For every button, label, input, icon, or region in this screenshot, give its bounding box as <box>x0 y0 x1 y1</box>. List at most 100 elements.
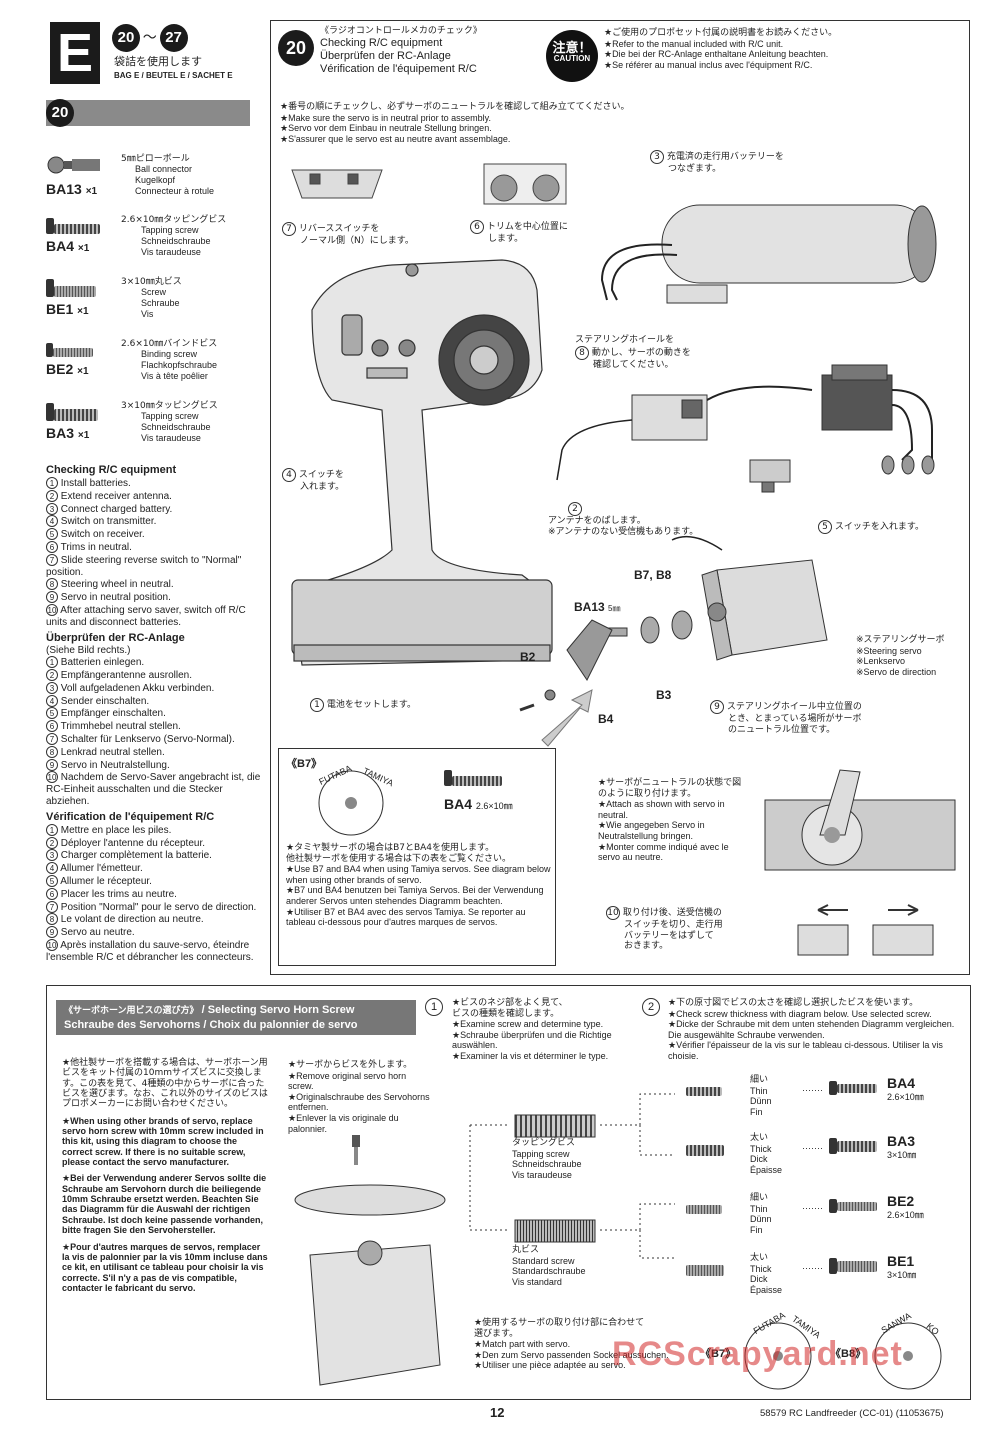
part-size: 2.6×10㎜タッピングビス <box>121 214 227 225</box>
result-code: BE1 <box>886 1253 915 1269</box>
check-item: 5 Empfänger einschalten. <box>46 707 264 720</box>
part-name: Vis à tête poêlier <box>141 370 208 381</box>
title-jp: 《サーボホーン用ビスの選び方》 <box>64 1006 199 1016</box>
title-de: Überprüfen der RC-Anlage <box>320 49 451 62</box>
neutral-line: ★Wie angegeben Servo in Neutralstellung … <box>598 820 705 842</box>
remove-line: ★サーボからビスを外します。 <box>288 1060 413 1070</box>
check-item: 4 Allumer l'émetteur. <box>46 862 264 875</box>
check-de-title: Überprüfen der RC-Anlage <box>46 631 185 644</box>
check-item: 5 Allumer le récepteur. <box>46 875 264 888</box>
check-item-number: 2 <box>46 836 58 849</box>
callout-text: 確認してください。 <box>593 359 674 370</box>
check-item: 10 After attaching servo saver, switch o… <box>46 603 264 629</box>
thin-label: Fin <box>750 1106 763 1117</box>
servo-with-horn-diagram <box>294 1135 446 1386</box>
check-item-number: 10 <box>46 603 58 616</box>
thick-label: Dick <box>750 1154 768 1165</box>
check-item: 8 Le volant de direction au neutre. <box>46 913 264 926</box>
check-item: 1 Batterien einlegen. <box>46 656 264 669</box>
check-item-number: 2 <box>46 669 58 682</box>
callout-text: リバーススイッチを <box>298 224 380 234</box>
ball-connector-icon <box>47 156 100 174</box>
thick-label: Épaisse <box>750 1164 783 1175</box>
watermark: RCScrapyard.net <box>612 1335 903 1373</box>
left-para: ★Pour d'autres marques de servos, rempla… <box>62 1241 268 1293</box>
step2-line: ★Vérifier l'épaisseur de la vis sur le t… <box>668 1040 943 1062</box>
check-item: 3 Connect charged battery. <box>46 502 264 516</box>
step-20-frame <box>270 20 970 975</box>
check-item-number: 8 <box>46 578 58 591</box>
check-item: 6 Trimmhebel neutral stellen. <box>46 720 264 733</box>
check-item-text: Le volant de direction au neutre. <box>58 914 204 926</box>
title-en: Checking R/C equipment <box>320 36 443 49</box>
b7-screw-size: 2.6×10㎜ <box>475 801 513 811</box>
servo-horn-left-text: ★他社製サーボを搭載する場合は、サーボホーン用ビスをキット付属の10mmサイズビ… <box>62 1058 268 1293</box>
remove-line: ★Enlever la vis originale du palonnier. <box>288 1113 399 1134</box>
b7-screw: BA4 2.6×10㎜ <box>444 796 513 813</box>
callout-text: アンテナをのばします。 <box>548 516 646 526</box>
callout-text: ステアリングホイールを <box>575 335 675 345</box>
check-item-text: Servo au neutre. <box>58 927 135 939</box>
arrow-icon <box>541 689 593 747</box>
check-item: 4 Sender einschalten. <box>46 694 264 708</box>
title-fr: Vérification de l'équipement R/C <box>320 62 477 75</box>
callout-text: 取り付け後、送受信機の <box>622 908 722 918</box>
tapping-screw-icon <box>54 408 98 421</box>
check-item-number: 1 <box>46 656 58 669</box>
check-item-text: Placer les trims au neutre. <box>58 888 177 900</box>
check-item: 10 Nachdem de Servo-Saver angebracht ist… <box>46 771 264 807</box>
check-item-text: Trims in neutral. <box>58 541 132 553</box>
servo-label: ※ステアリングサーボ <box>856 635 945 645</box>
part-name: Kugelkopf <box>135 175 176 185</box>
b8-disc <box>874 1322 942 1390</box>
disconnect-connector-diagram <box>797 904 934 956</box>
step1-line: ★Examine screw and determine type. <box>452 1019 604 1030</box>
title-de: Schraube des Servohorns <box>64 1018 201 1031</box>
standard-line: Vis standard <box>512 1276 562 1287</box>
speed-controller <box>821 364 935 475</box>
callout-text: おきます。 <box>624 941 669 952</box>
part-name: Schneidschraube <box>141 422 211 432</box>
result-size: 2.6×10㎜ <box>886 1209 924 1220</box>
title-en: Selecting Servo Horn Screw <box>207 1004 355 1016</box>
tapping-screw-icon <box>54 223 100 234</box>
check-item-text: Position "Normal" pour le servo de direc… <box>58 901 257 913</box>
check-item-text: Sender einschalten. <box>58 695 150 707</box>
result-code: BE2 <box>886 1193 915 1209</box>
callout-text: します。 <box>488 234 524 244</box>
bag-label: BAG E / BEUTEL E / SACHET E <box>114 71 233 80</box>
part-code: BA4 <box>46 237 75 254</box>
label-b4: B4 <box>598 712 614 726</box>
check-item-number: 3 <box>46 849 58 862</box>
step-2-badge: 2 <box>642 998 660 1016</box>
check-fr-title: Vérification de l'équipement R/C <box>46 810 215 823</box>
binding-screw-icon <box>53 347 93 357</box>
check-item-text: Déployer l'antenne du récepteur. <box>58 837 206 849</box>
screw-icon <box>54 285 96 297</box>
check-item-number: 8 <box>46 745 58 758</box>
check-item: 8 Lenkrad neutral stellen. <box>46 745 264 759</box>
match-note: ★使用するサーボの取り付け部に合わせて 選びます。 ★Match part wi… <box>474 1318 674 1371</box>
match-line: ★Match part with servo. <box>474 1339 571 1350</box>
b7-screw-code: BA4 <box>444 796 473 812</box>
part-code: BE1 <box>46 300 74 317</box>
thin-label: 細い <box>750 1075 769 1085</box>
caution-badge: 注意！CAUTION <box>546 30 598 82</box>
b7-box <box>278 748 556 966</box>
check-item-number: 4 <box>46 515 58 528</box>
check-item-text: Lenkrad neutral stellen. <box>58 746 165 758</box>
part-name: Tapping screw <box>141 411 199 422</box>
part-code: BE2 <box>46 360 74 377</box>
match-line: ★Utiliser une pièce adaptée au servo. <box>474 1360 626 1371</box>
step-20-title: 《ラジオコントロールメカのチェック》 Checking R/C equipmen… <box>320 26 482 76</box>
part-qty: ×1 <box>77 305 89 317</box>
check-en-title: Checking R/C equipment <box>46 464 177 476</box>
steering-servo <box>671 535 828 661</box>
part-qty: ×1 <box>77 242 90 254</box>
part-name: Flachkopfschraube <box>141 360 218 370</box>
callout-text: スイッチを <box>298 470 344 480</box>
title-fr: Choix du palonnier de servo <box>209 1018 358 1031</box>
